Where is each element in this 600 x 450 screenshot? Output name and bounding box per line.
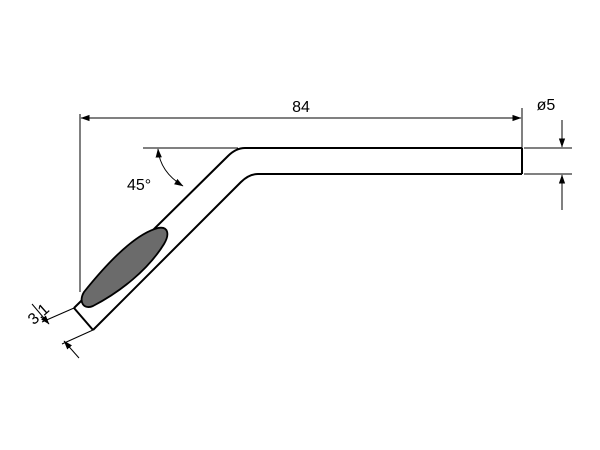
length-dimension: 84 bbox=[79, 99, 523, 292]
diameter-dimension: ø5 bbox=[524, 97, 572, 210]
tip-end-face bbox=[73, 307, 94, 331]
tip-width-extension-2 bbox=[61, 329, 94, 345]
diameter-label: ø5 bbox=[537, 97, 556, 114]
shaft-upper-edge bbox=[73, 147, 522, 309]
angle-label: 45° bbox=[127, 177, 151, 194]
tip-width-dimension: 3,1 bbox=[25, 301, 94, 359]
tip-width-dimension-line bbox=[31, 303, 50, 325]
length-label: 84 bbox=[292, 99, 310, 116]
shaft-lower-edge bbox=[92, 173, 522, 331]
tip-width-dimension-line-2 bbox=[63, 340, 80, 359]
angle-dimension: 45° bbox=[127, 147, 238, 194]
tip-working-face bbox=[80, 226, 169, 308]
angle-arc bbox=[155, 148, 184, 187]
tip-outline bbox=[73, 147, 523, 331]
tip-width-label: 3,1 bbox=[25, 301, 53, 329]
